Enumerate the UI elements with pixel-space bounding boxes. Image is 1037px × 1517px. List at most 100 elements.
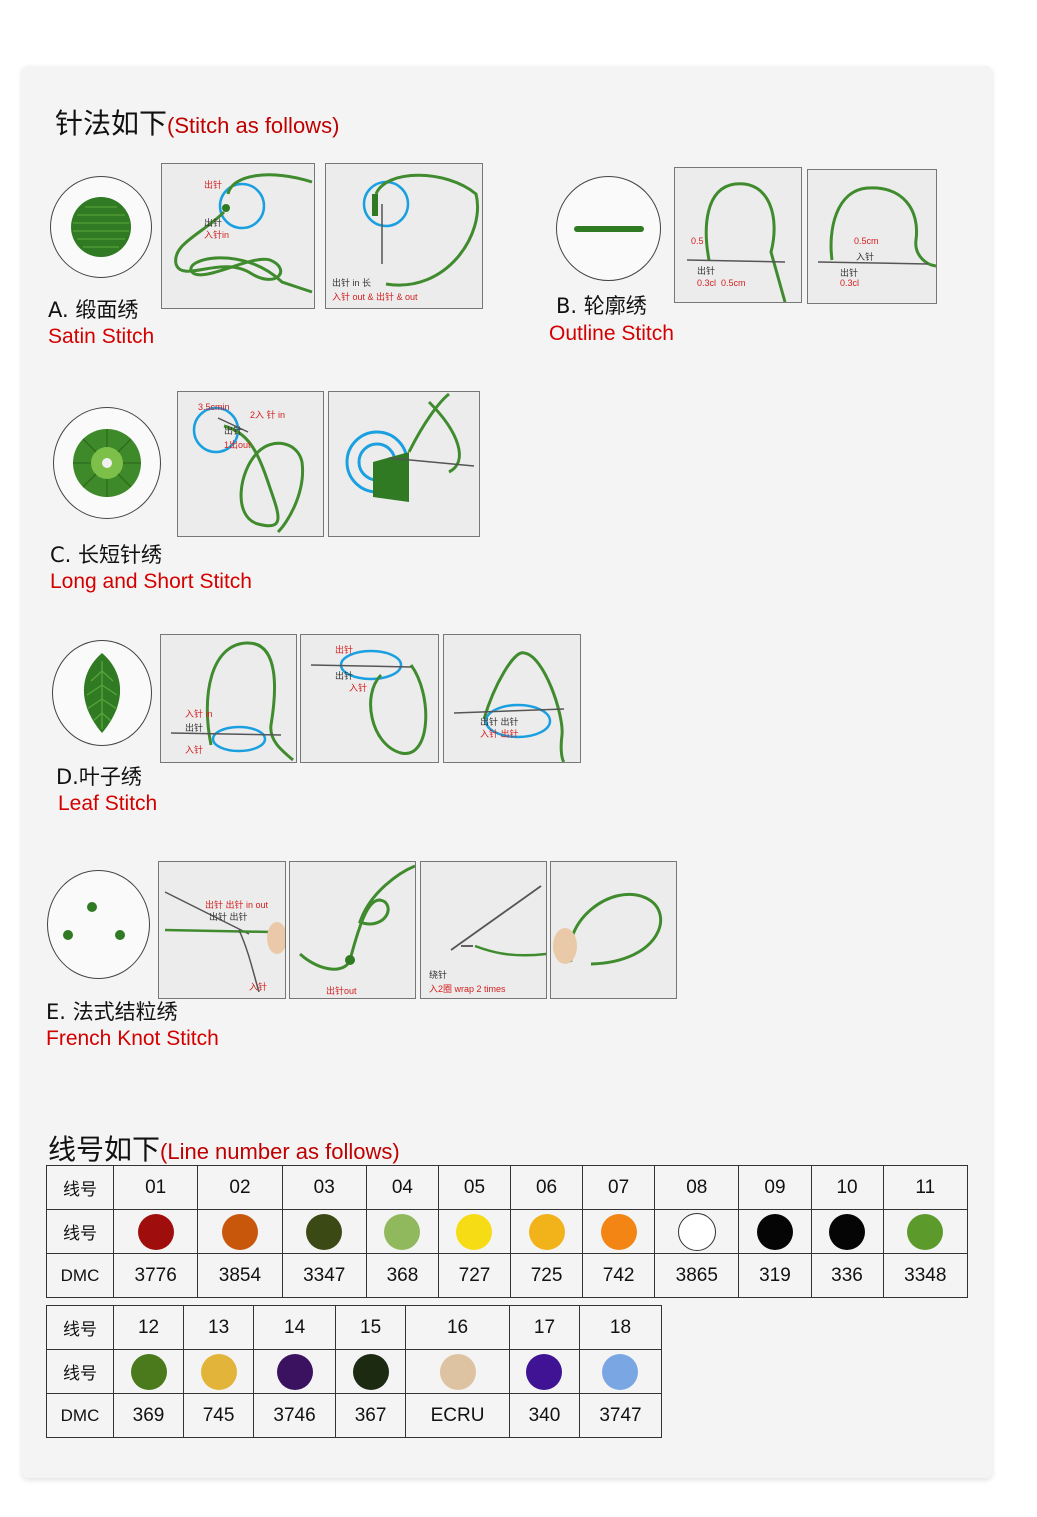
- note: 0.5: [691, 236, 704, 246]
- thread-number: 03: [281, 1165, 367, 1210]
- color-swatch-cell: [578, 1349, 663, 1394]
- french-knot-step-3-illustration: [450, 885, 546, 957]
- dmc-code: 3746: [253, 1393, 337, 1438]
- french-knot-step-1-illustration: [164, 891, 285, 993]
- french-knot-label-en: French Knot Stitch: [46, 1027, 219, 1050]
- long-short-label-cn: C. 长短针绣: [50, 543, 163, 567]
- color-swatch: [306, 1213, 343, 1250]
- color-swatch-cell: [810, 1209, 884, 1254]
- dmc-code: 367: [335, 1393, 407, 1438]
- thread-number: 04: [365, 1165, 439, 1210]
- long-short-step-2-illustration: [345, 392, 475, 502]
- color-swatch-cell: [335, 1349, 407, 1394]
- dmc-code: ECRU: [405, 1393, 510, 1438]
- thread-number: 17: [508, 1305, 580, 1350]
- leaf-label-en: Leaf Stitch: [58, 792, 158, 815]
- satin-sample: [50, 176, 152, 278]
- thread-section-title: 线号如下(Line number as follows): [48, 1128, 400, 1168]
- color-swatch: [829, 1213, 866, 1250]
- title-en: (Stitch as follows): [167, 113, 340, 138]
- thread-number: 15: [335, 1305, 407, 1350]
- dmc-code: 3865: [654, 1253, 740, 1298]
- thread-color-row: 线号: [46, 1349, 663, 1394]
- dmc-code: 340: [508, 1393, 580, 1438]
- color-swatch: [528, 1213, 565, 1250]
- note: 入针in: [204, 230, 230, 240]
- satin-step-2-illustration: [362, 173, 479, 287]
- dmc-code: 3776: [112, 1253, 199, 1298]
- leaf-step-1-illustration: [170, 641, 294, 762]
- color-swatch-cell: [508, 1349, 580, 1394]
- color-swatch: [602, 1353, 639, 1390]
- dmc-code: 336: [810, 1253, 884, 1298]
- note: 0.5cm: [854, 236, 879, 246]
- leaf-step-2-illustration: [310, 649, 428, 755]
- thread-number: 11: [882, 1165, 969, 1210]
- french-knot-step-1: 出针 出针 in out 出针 出针 入针: [158, 861, 286, 999]
- outline-label-en: Outline Stitch: [549, 322, 674, 345]
- color-swatch-cell: [365, 1209, 439, 1254]
- color-swatch-cell: [582, 1209, 656, 1254]
- outline-step-2-illustration: [817, 186, 936, 268]
- long-short-label-en: Long and Short Stitch: [50, 570, 252, 593]
- note: 0.3cl: [697, 278, 717, 288]
- satin-step-1-illustration: [174, 173, 313, 294]
- french-knot-sample: [47, 870, 150, 979]
- long-short-sample: [53, 407, 161, 519]
- french-knot-step-4: [550, 861, 677, 999]
- color-swatch: [756, 1213, 793, 1250]
- note: 出针 出针 in out: [205, 900, 269, 910]
- outline-sample: [556, 176, 661, 281]
- color-swatch: [456, 1213, 493, 1250]
- satin-step-2: 出针 in 长 入针 out & 出针 & out: [325, 163, 483, 309]
- color-swatch: [352, 1353, 389, 1390]
- note: 绕针: [429, 970, 448, 980]
- leaf-step-1: 入针 in 出针 入针: [160, 634, 297, 763]
- satin-label-en: Satin Stitch: [48, 325, 155, 348]
- note: 出针: [335, 645, 354, 655]
- note: 入针 in: [185, 709, 213, 719]
- row-label: 线号: [46, 1165, 114, 1210]
- row-label: 线号: [46, 1349, 114, 1394]
- thread-number: 07: [582, 1165, 656, 1210]
- french-knot-step-2-illustration: [298, 864, 415, 971]
- thread-color-row: 线号: [46, 1209, 969, 1254]
- note: 入针: [185, 745, 204, 755]
- row-label: 线号: [46, 1209, 114, 1254]
- note: 出针: [697, 266, 716, 276]
- outline-sample-icon: [574, 226, 644, 232]
- french-knot-step-4-illustration: [553, 892, 663, 966]
- color-swatch: [600, 1213, 637, 1250]
- long-short-step-1-illustration: [192, 406, 305, 534]
- color-swatch: [439, 1353, 476, 1390]
- leaf-sample-icon: [83, 653, 121, 733]
- thread-number: 16: [405, 1305, 510, 1350]
- satin-sample-icon: [71, 197, 131, 257]
- note: 入针 out & 出针 & out: [332, 292, 418, 302]
- row-label: DMC: [46, 1253, 114, 1298]
- french-knot-step-3: 绕针 入2圈 wrap 2 times: [420, 861, 547, 999]
- french-knot-sample-icon: [63, 902, 125, 940]
- leaf-label-cn: D.叶子绣: [56, 765, 142, 789]
- dmc-code: 742: [582, 1253, 656, 1298]
- thread-title-en: (Line number as follows): [160, 1139, 400, 1164]
- dmc-code: 3348: [882, 1253, 969, 1298]
- thread-number: 08: [654, 1165, 740, 1210]
- color-swatch: [677, 1212, 716, 1251]
- thread-number: 12: [112, 1305, 185, 1350]
- row-label: 线号: [46, 1305, 114, 1350]
- note: 入针: [349, 683, 368, 693]
- dmc-code: 727: [437, 1253, 512, 1298]
- color-swatch-cell: [738, 1209, 812, 1254]
- leaf-sample: [52, 640, 152, 746]
- note: 0.3cl: [840, 278, 860, 288]
- satin-step-1: 出针 出针 入针in: [161, 163, 315, 309]
- dmc-code: 368: [365, 1253, 439, 1298]
- thread-number: 02: [197, 1165, 283, 1210]
- note: 出针out: [326, 986, 357, 996]
